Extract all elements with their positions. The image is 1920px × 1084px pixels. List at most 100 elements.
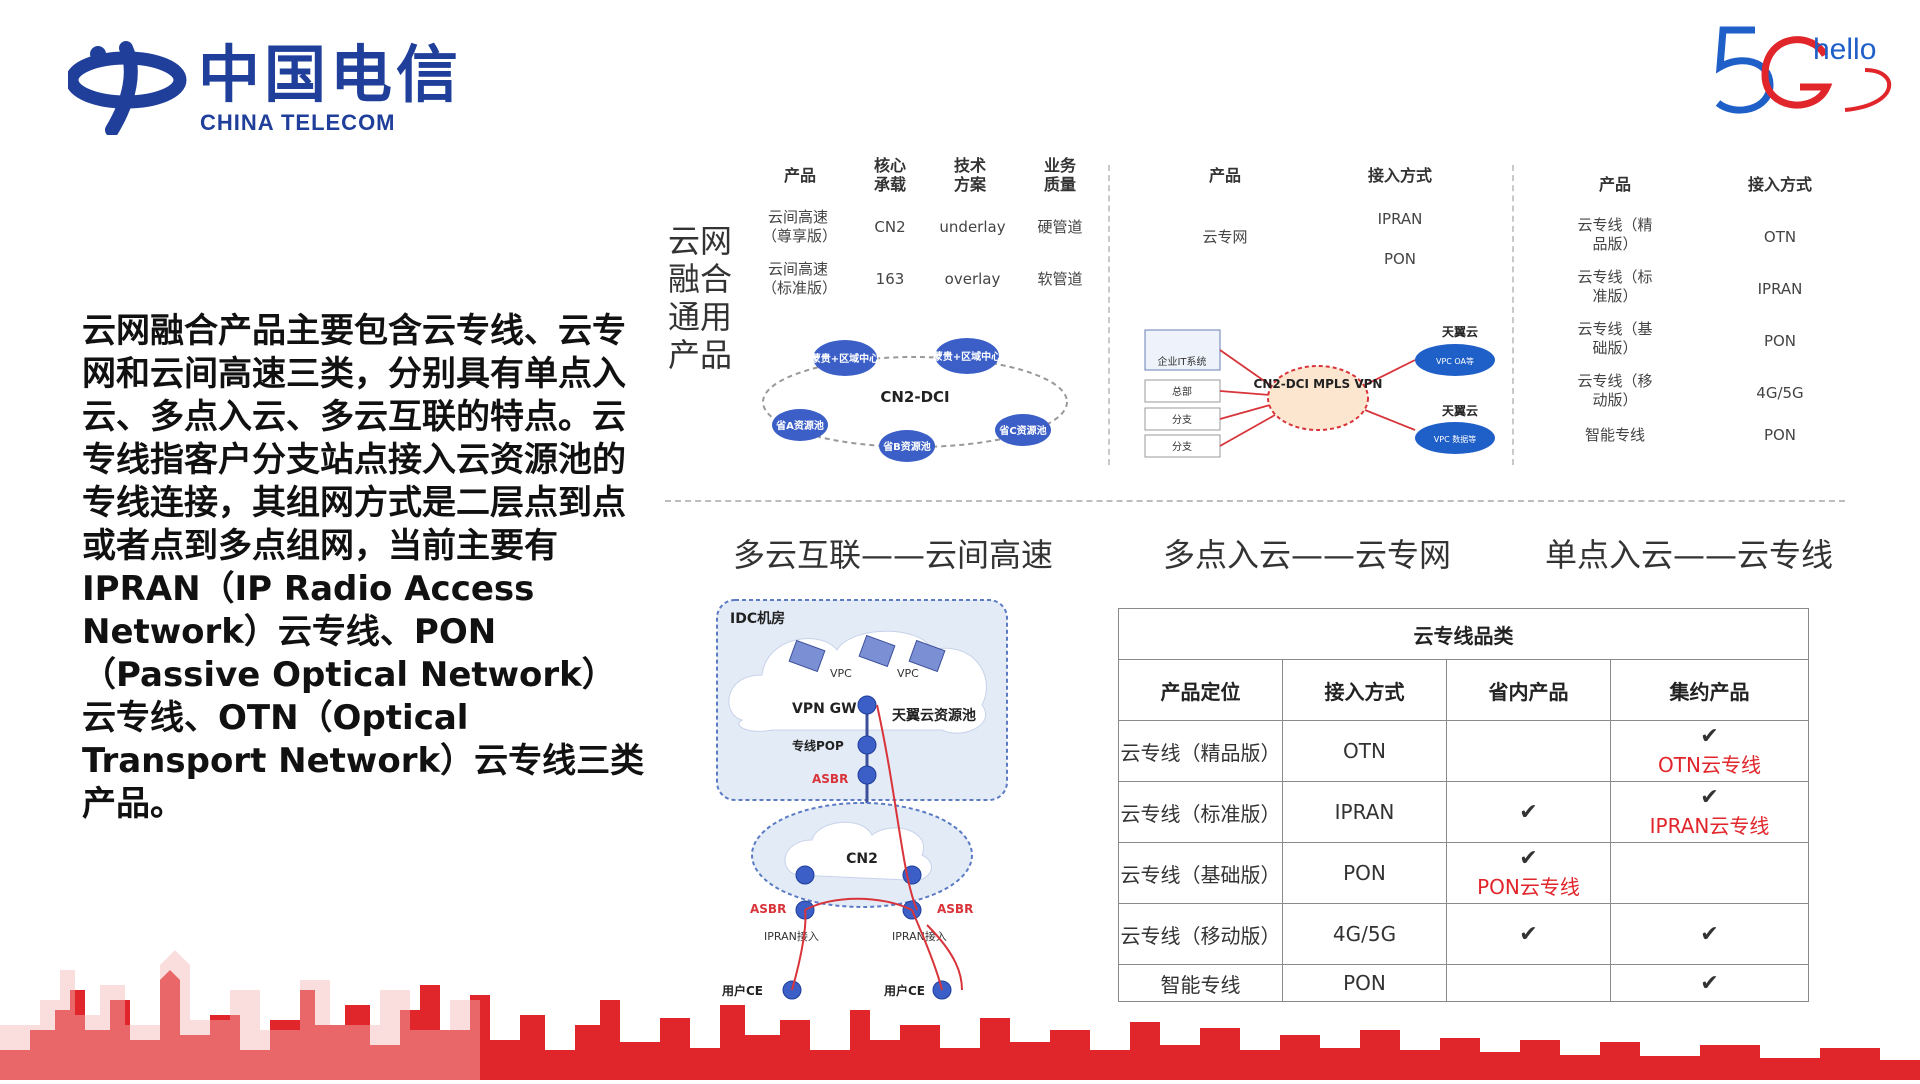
table-cell: 智能专线	[1118, 964, 1283, 1002]
col-header: 产品	[1208, 166, 1241, 185]
table-cell: 硬管道	[1037, 218, 1083, 236]
table-cell: PON	[1383, 250, 1417, 268]
table-row: 云专线（基础版） PON ✔ PON云专线	[1118, 842, 1809, 904]
col-header: 核心承载	[873, 156, 906, 194]
cn2-dci-diagram: CN2-DCI 蒙贵+区域中心 蒙贵+区域中心 省A资源池 省B资源池 省C资源…	[755, 330, 1085, 469]
ipran-label: IPRAN接入	[892, 930, 947, 943]
check-icon: ✔	[1700, 724, 1719, 749]
table-cell: IPRAN	[1757, 280, 1803, 298]
vpc-label: VPC	[897, 667, 919, 680]
cloud-label: 天翼云	[1442, 325, 1478, 339]
general-products-label: 云网融合通用产品	[668, 222, 733, 374]
col-header: 接入方式	[1747, 175, 1812, 194]
node-label: 省A资源池	[775, 419, 824, 432]
table-cell: 软管道	[1037, 270, 1083, 288]
asbr-label: ASBR	[812, 772, 848, 786]
node-label: 省B资源池	[882, 440, 931, 453]
col-header: 产品	[783, 166, 816, 185]
col-header: 接入方式	[1282, 659, 1447, 721]
vpc-label: VPC	[830, 667, 852, 680]
product-name: OTN云专线	[1658, 753, 1761, 777]
section-divider	[665, 500, 1845, 502]
table-cell: 云专线（标准版）	[1577, 268, 1653, 305]
col-header: 接入方式	[1367, 166, 1432, 185]
table-cell: OTN	[1763, 228, 1797, 246]
check-icon: ✔	[1700, 970, 1719, 996]
core-label: CN2-DCI MPLS VPN	[1254, 377, 1383, 391]
pool-label: 天翼云资源池	[892, 707, 976, 724]
col-header: 技术方案	[953, 156, 986, 194]
vpc-label: VPC OA等	[1436, 356, 1474, 366]
table-cell: CN2	[874, 218, 906, 236]
table-cell: 云专线（精品版）	[1577, 216, 1653, 253]
node-label: 省C资源池	[998, 424, 1046, 437]
col-header: 产品	[1598, 175, 1631, 194]
logo-text-cn: 中国电信	[198, 38, 463, 111]
pop-label: 专线POP	[792, 738, 844, 753]
node-label: 蒙贵+区域中心	[933, 350, 1001, 363]
ce-label: 用户CE	[883, 983, 925, 998]
table-cell	[1446, 964, 1611, 1002]
china-telecom-logo-icon	[65, 40, 188, 139]
col-header: 省内产品	[1446, 659, 1611, 721]
table-cell: 云间高速（标准版）	[762, 260, 838, 297]
table-cell: ✔ PON云专线	[1446, 842, 1611, 904]
table-row: 云专线（标准版） IPRAN ✔ ✔IPRAN云专线	[1118, 781, 1809, 843]
table-caption: 云专线品类	[1118, 608, 1809, 660]
network-diagram: IDC机房 VPC VPC VPN GW 天翼云资源池 专线POP ASBR C…	[712, 595, 1012, 1014]
cloud-label: 天翼云	[1442, 404, 1478, 418]
table-cell: underlay	[939, 218, 1006, 236]
table-cell: ✔IPRAN云专线	[1610, 781, 1809, 843]
table-cell: 云专线（标准版）	[1118, 781, 1283, 843]
table-cell: overlay	[944, 270, 1001, 288]
table-cell: 4G/5G	[1756, 384, 1804, 402]
asbr-label: ASBR	[937, 902, 973, 916]
divider	[1108, 165, 1110, 465]
product-name: PON云专线	[1477, 875, 1580, 899]
cloud-line-table: 云专线品类 产品定位 接入方式 省内产品 集约产品 云专线（精品版） OTN ✔…	[1118, 608, 1809, 1002]
check-icon: ✔	[1519, 846, 1538, 871]
box-label: 企业IT系统	[1157, 355, 1206, 368]
table-cell	[1610, 842, 1809, 904]
logo-text-en: CHINA TELECOM	[200, 110, 396, 135]
category-title: 单点入云——云专线	[1545, 536, 1834, 574]
vpc-label: VPC 数据等	[1434, 434, 1476, 444]
col-header: 产品定位	[1118, 659, 1283, 721]
node-label: 蒙贵+区域中心	[811, 352, 879, 365]
category-title: 多云互联——云间高速	[733, 536, 1054, 574]
check-icon: ✔	[1700, 921, 1719, 947]
table-cell: 云专线（移动版）	[1577, 372, 1653, 409]
table-cell: 云专线（基础版）	[1118, 842, 1283, 904]
table-cell: 智能专线	[1584, 426, 1645, 444]
table-cell: 163	[875, 270, 905, 288]
hello-5g-logo: hello	[1715, 25, 1905, 124]
city-skyline-decoration	[0, 930, 1920, 1084]
idc-label: IDC机房	[730, 610, 785, 627]
col-header: 集约产品	[1610, 659, 1809, 721]
asbr-label: ASBR	[750, 902, 786, 916]
table-cell: 云专线（基础版）	[1577, 320, 1653, 357]
vpn-gw-label: VPN GW	[792, 701, 857, 717]
table-cell: 云专线（移动版）	[1118, 903, 1283, 965]
table-cell: 云专线（精品版）	[1118, 720, 1283, 782]
table-cell: IPRAN	[1282, 781, 1447, 843]
table-cell: ✔	[1610, 964, 1809, 1002]
check-icon: ✔	[1700, 785, 1719, 810]
cloud-net-diagram: 企业IT系统 总部 分支 分支 CN2-DCI MPLS VPN 天翼云 天翼云…	[1140, 320, 1510, 464]
box-label: 分支	[1172, 414, 1192, 426]
ring-label: CN2-DCI	[880, 388, 949, 406]
table-cell: PON	[1763, 332, 1797, 350]
cn2-label: CN2	[846, 851, 878, 867]
divider	[1512, 165, 1514, 465]
col-header: 业务质量	[1043, 156, 1076, 194]
table-cell: 云间高速（尊享版）	[762, 208, 838, 245]
table-cell: PON	[1763, 426, 1797, 444]
table-cell: PON	[1282, 842, 1447, 904]
table-cell	[1446, 720, 1611, 782]
table-cell: ✔	[1446, 781, 1611, 843]
table-cell: ✔ OTN云专线	[1610, 720, 1809, 782]
table-cell: PON	[1282, 964, 1447, 1002]
table-row: 智能专线 PON ✔	[1118, 964, 1809, 1002]
table-cell: 4G/5G	[1282, 903, 1447, 965]
summary-paragraph: 云网融合产品主要包含云专线、云专网和云间高速三类，分别具有单点入云、多点入云、多…	[82, 311, 645, 824]
